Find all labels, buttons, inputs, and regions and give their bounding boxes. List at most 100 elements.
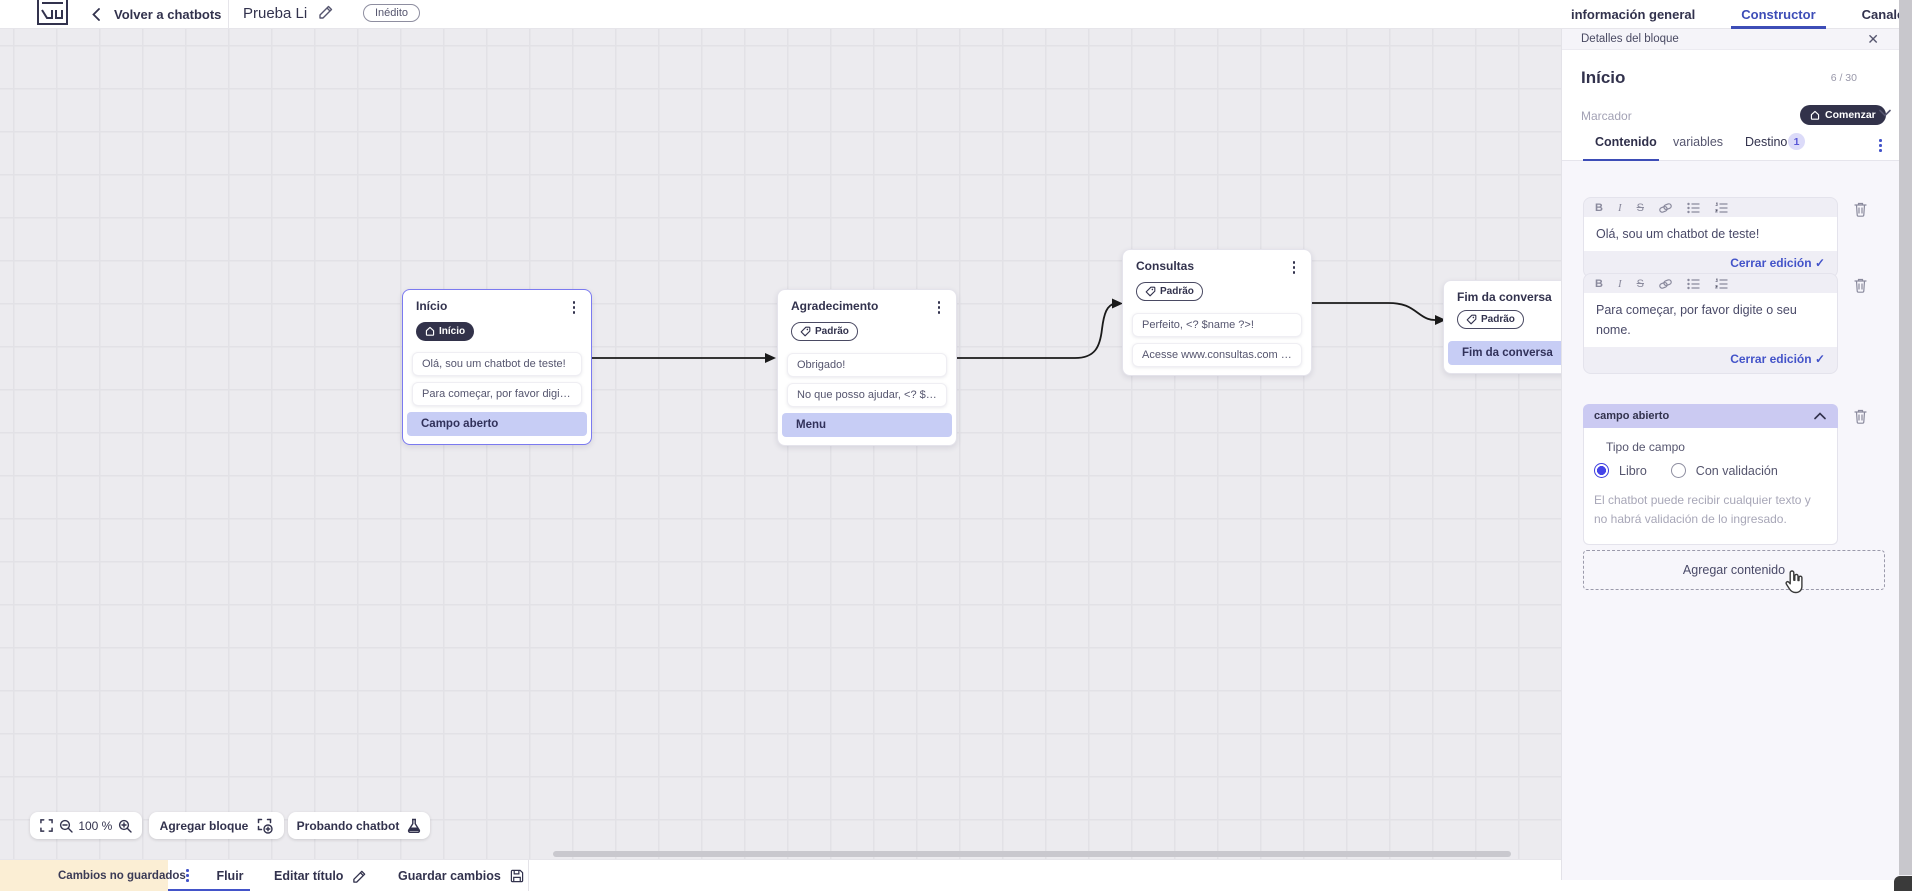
chevron-left-icon [92, 8, 100, 21]
node-content-item[interactable]: Perfeito, <? $name ?>! [1132, 312, 1302, 337]
corner-widget[interactable] [1894, 876, 1912, 891]
flask-icon [407, 818, 421, 833]
marker-row: Marcador Comenzar [1581, 103, 1891, 129]
add-content-button[interactable]: Agregar contenido [1583, 550, 1885, 590]
tab-variables[interactable]: variables [1673, 135, 1724, 149]
node-content-item[interactable]: Acesse www.consultas.com par... [1132, 342, 1302, 367]
zoom-out-icon[interactable] [59, 819, 73, 833]
numbered-list-icon[interactable] [1715, 278, 1728, 290]
flow-connectors [592, 298, 1446, 363]
numbered-list-icon[interactable] [1715, 202, 1728, 214]
flow-title: Prueba Li [243, 5, 308, 22]
block-title[interactable]: Início [1581, 68, 1626, 87]
char-count: 6 / 30 [1830, 72, 1857, 84]
block-details-panel: Detalles del bloque ✕ Início 6 / 30 Marc… [1561, 29, 1912, 880]
add-block-button[interactable]: Agregar bloque [149, 812, 284, 839]
panel-scrollbar[interactable] [1899, 0, 1912, 880]
tab-contenido[interactable]: Contenido [1595, 135, 1657, 149]
bottom-bar: Cambios no guardados Fluir Editar título… [0, 859, 1561, 891]
node-content-item[interactable]: No que posso ajudar, <? $name ... [787, 382, 947, 407]
chevron-down-icon[interactable] [1879, 109, 1891, 117]
kebab-menu-icon[interactable] [934, 299, 945, 316]
app-logo-icon[interactable] [36, 0, 70, 27]
bullet-list-icon[interactable] [1687, 278, 1700, 290]
back-to-chatbots-button[interactable]: Volver a chatbots [92, 0, 221, 29]
tab-informacion-general[interactable]: información general [1571, 7, 1696, 22]
panel-header-title: Detalles del bloque [1581, 33, 1679, 45]
status-badge: Inédito [363, 4, 421, 22]
field-type-label: Tipo de campo [1606, 440, 1685, 454]
node-inicio[interactable]: Início Início Olá, sou um chatbot de tes… [402, 289, 592, 445]
radio-con-validacion-label[interactable]: Con validación [1695, 463, 1778, 478]
message-text-input[interactable]: Para começar, por favor digite o seu nom… [1584, 293, 1837, 347]
node-content-item[interactable]: Olá, sou um chatbot de teste! [412, 352, 582, 376]
bold-icon[interactable]: B [1595, 201, 1603, 214]
marker-value-chip[interactable]: Comenzar [1800, 105, 1886, 125]
node-open-field-item[interactable]: Campo aberto [407, 412, 587, 436]
strikethrough-icon[interactable]: S [1636, 277, 1644, 290]
close-edit-button[interactable]: Cerrar edición ✓ [1730, 256, 1825, 270]
canvas-horizontal-scrollbar[interactable] [553, 851, 1511, 857]
italic-icon[interactable]: I [1617, 201, 1622, 214]
link-icon[interactable] [1659, 278, 1672, 290]
tabs-kebab-menu-icon[interactable] [1875, 137, 1886, 154]
trash-icon[interactable] [1853, 408, 1868, 424]
open-field-label: campo abierto [1594, 410, 1670, 422]
node-fim-da-conversa[interactable]: Fim da conversa Padrão Fim da conversa [1443, 280, 1561, 374]
trash-icon[interactable] [1853, 277, 1868, 293]
fullscreen-icon[interactable] [40, 819, 53, 832]
radio-con-validacion[interactable] [1670, 463, 1686, 478]
pencil-icon [353, 870, 366, 883]
flow-kebab-menu-icon[interactable] [182, 867, 193, 884]
back-label: Volver a chatbots [114, 7, 222, 22]
zoom-in-icon[interactable] [118, 819, 132, 833]
panel-scrollbar-thumb[interactable] [1899, 0, 1912, 875]
active-flow-tab-underline [168, 889, 250, 891]
kebab-menu-icon[interactable] [1289, 259, 1300, 276]
close-edit-button[interactable]: Cerrar edición ✓ [1730, 352, 1825, 366]
save-changes-button[interactable]: Guardar cambios [398, 860, 524, 891]
edit-title-pencil-icon[interactable] [318, 4, 334, 20]
radio-libro-label[interactable]: Libro [1619, 463, 1647, 478]
marker-input[interactable]: Marcador [1581, 109, 1632, 123]
active-tab-underline [1583, 159, 1659, 162]
rich-text-toolbar: B I S [1584, 274, 1837, 293]
node-content-item[interactable]: Para começar, por favor digite o ... [412, 382, 582, 406]
close-icon[interactable]: ✕ [1867, 31, 1879, 47]
message-text-input[interactable]: Olá, sou um chatbot de teste! [1584, 217, 1837, 251]
node-end-item[interactable]: Fim da conversa [1448, 341, 1561, 365]
tab-destino[interactable]: Destino [1745, 135, 1788, 149]
home-icon [1810, 110, 1820, 120]
node-menu-item[interactable]: Menu [782, 412, 952, 437]
strikethrough-icon[interactable]: S [1636, 201, 1644, 214]
field-type-options: Libro Con validación [1594, 463, 1827, 478]
check-icon: ✓ [1814, 256, 1825, 270]
node-content-item[interactable]: Obrigado! [787, 352, 947, 377]
chevron-up-icon[interactable] [1814, 412, 1826, 420]
edit-title-button[interactable]: Editar título [274, 860, 367, 891]
node-badge-inicio: Início [416, 321, 475, 341]
bottombar-divider [528, 860, 529, 891]
add-block-icon [257, 818, 274, 834]
tab-fluir[interactable]: Fluir [216, 869, 244, 883]
kebab-menu-icon[interactable] [569, 299, 580, 316]
bold-icon[interactable]: B [1595, 277, 1603, 290]
trash-icon[interactable] [1853, 201, 1868, 217]
radio-libro[interactable] [1594, 463, 1609, 478]
italic-icon[interactable]: I [1617, 277, 1622, 290]
zoom-level: 100 % [78, 818, 113, 833]
node-title: Início [416, 299, 448, 313]
bullet-list-icon[interactable] [1687, 202, 1700, 214]
unsaved-changes-indicator: Cambios no guardados [0, 860, 186, 891]
flow-canvas[interactable]: Início Início Olá, sou um chatbot de tes… [0, 29, 1561, 859]
node-badge-padrao: Padrão [791, 321, 858, 341]
home-icon [425, 326, 435, 336]
test-chatbot-button[interactable]: Probando chatbot [288, 812, 430, 839]
top-bar: Volver a chatbots Prueba Li Inédito info… [0, 0, 1912, 29]
node-agradecimento[interactable]: Agradecimento Padrão Obrigado! No que po… [777, 289, 957, 446]
node-consultas[interactable]: Consultas Padrão Perfeito, <? $name ?>! … [1122, 249, 1312, 376]
open-field-header[interactable]: campo abierto [1583, 404, 1838, 428]
node-badge-padrao: Padrão [1136, 281, 1203, 301]
tab-constructor[interactable]: Constructor [1731, 0, 1827, 29]
link-icon[interactable] [1659, 202, 1672, 214]
